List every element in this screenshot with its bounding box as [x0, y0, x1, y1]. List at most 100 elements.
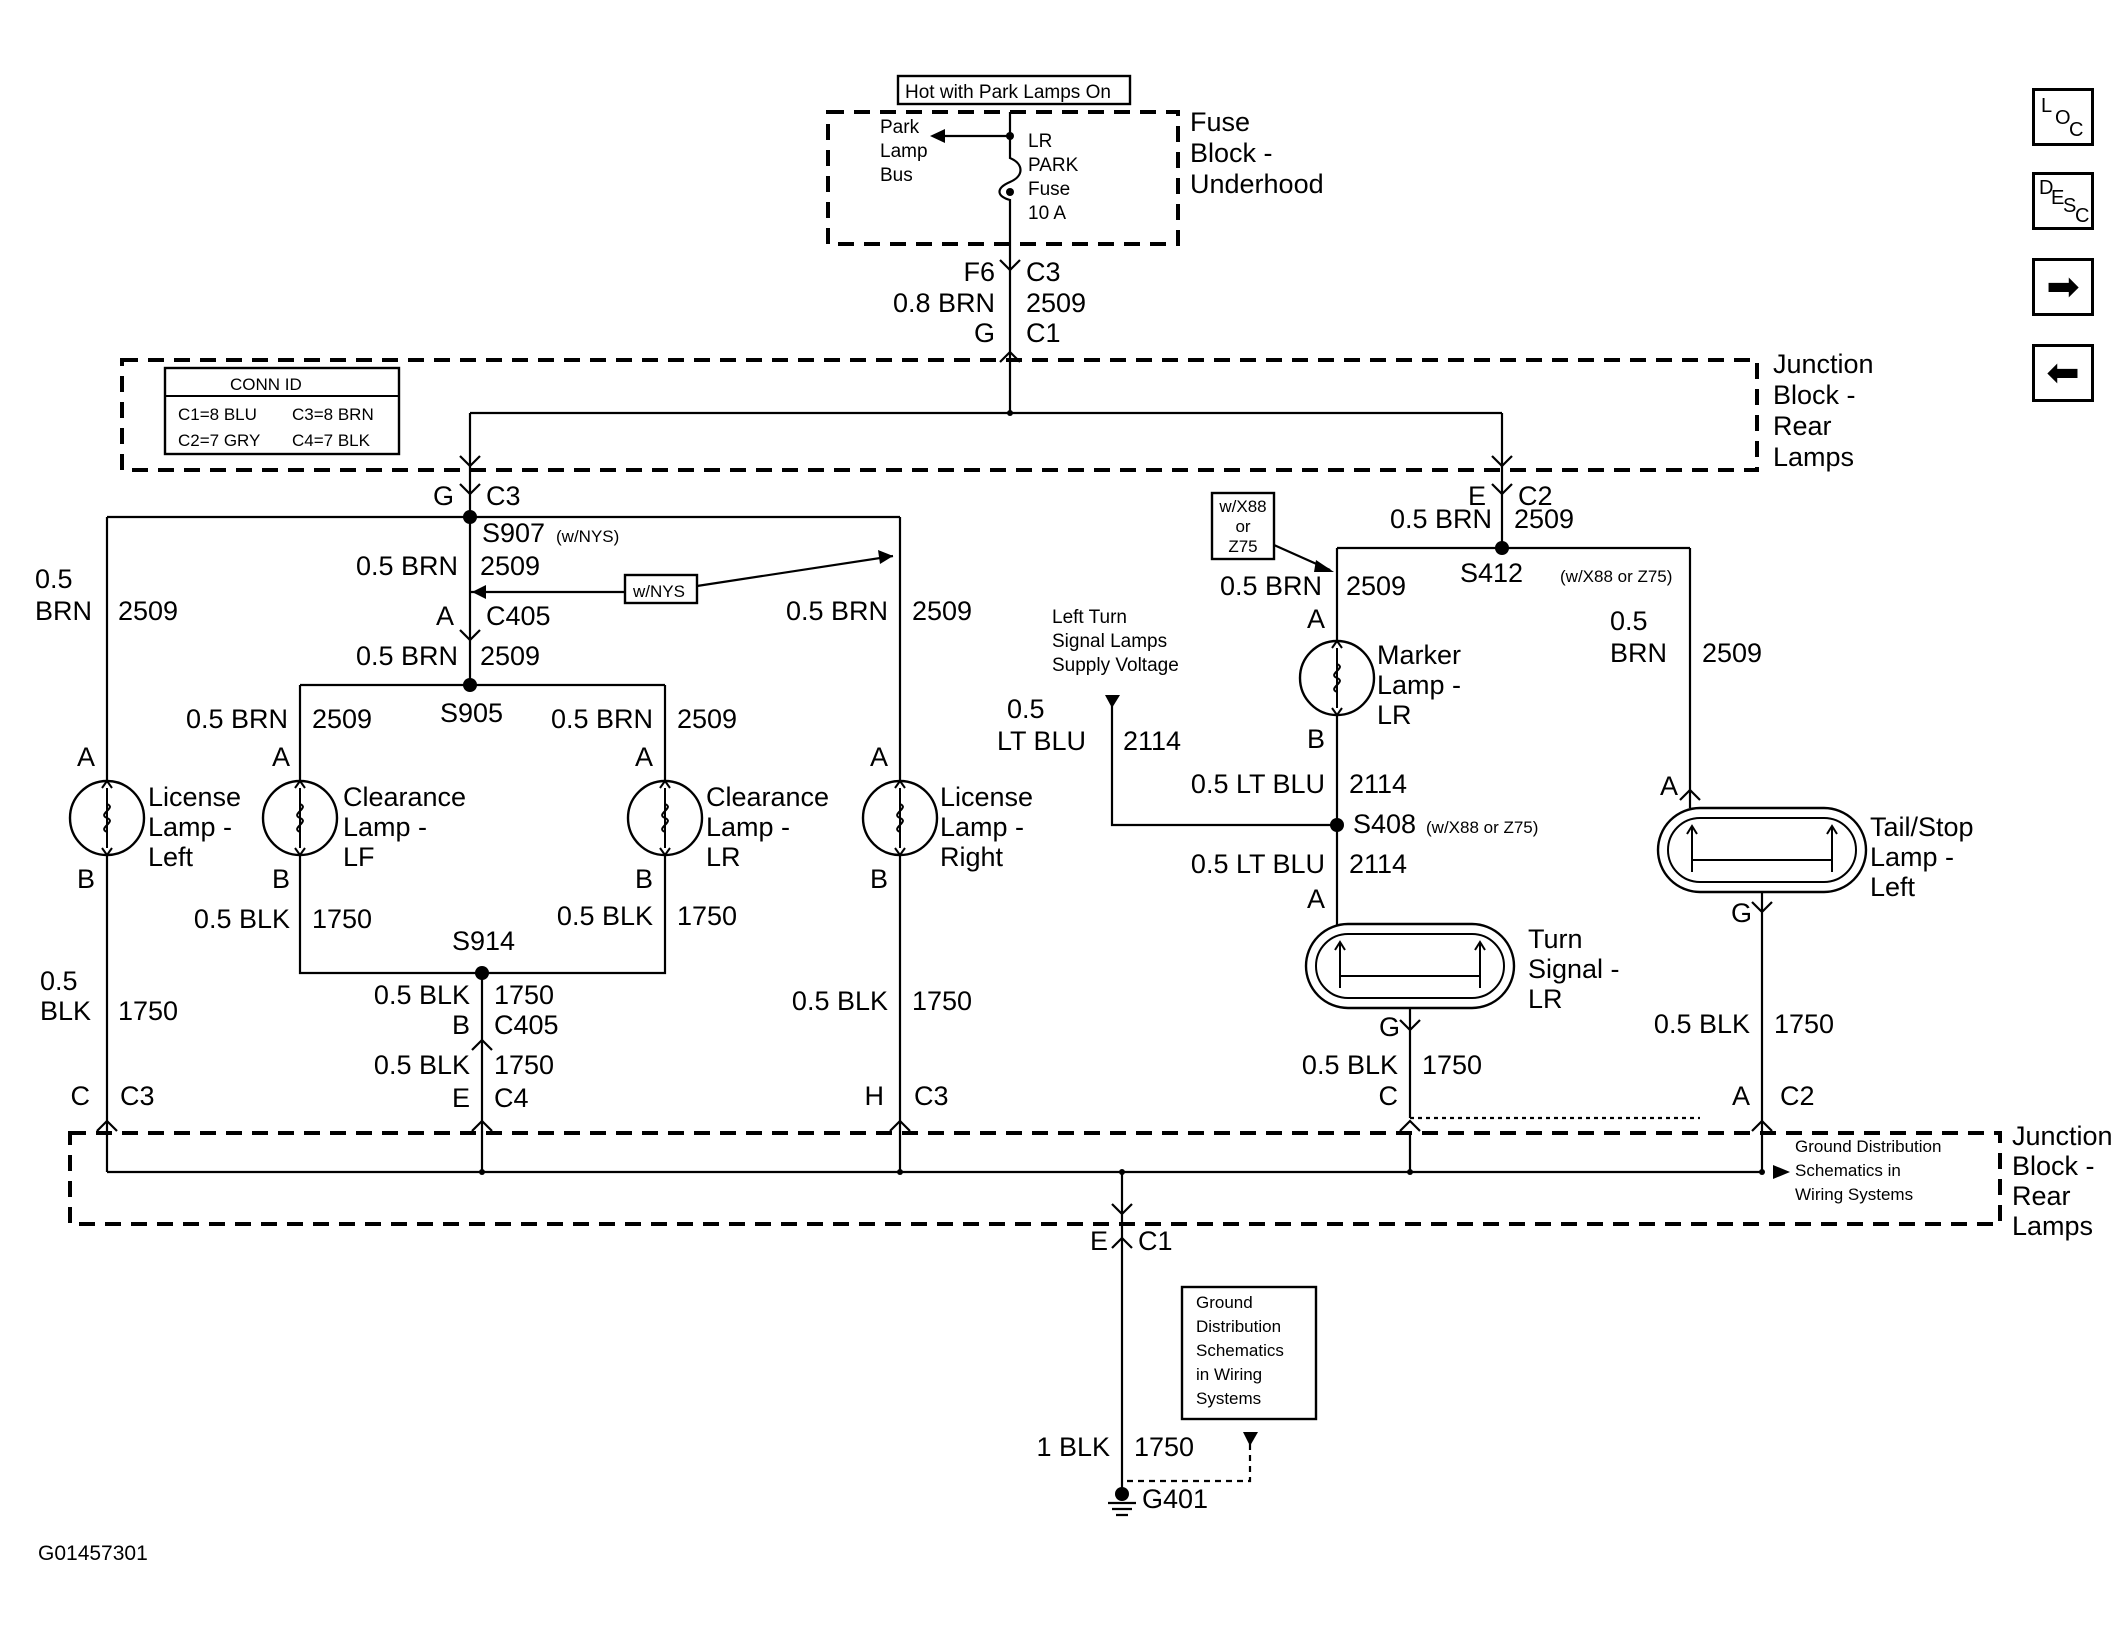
- arrow-right-icon: ➡: [2046, 264, 2080, 310]
- fuse-block-title-3: Underhood: [1190, 169, 1324, 199]
- fuse-block-underhood: Hot with Park Lamps On Park Lamp Bus LR …: [826, 74, 1324, 246]
- lr-gnd-pin: H: [865, 1081, 885, 1111]
- right-branch: E C2 0.5 BRN 2509 S412 (w/X88 or Z75) w/…: [997, 470, 1762, 827]
- ground-note-3: Wiring Systems: [1795, 1185, 1913, 1204]
- conn-id-c2: C2=7 GRY: [178, 431, 260, 450]
- clr-pin-a: A: [635, 742, 653, 772]
- s408-note: (w/X88 or Z75): [1426, 818, 1538, 837]
- junction-top-title-3: Rear: [1773, 411, 1832, 441]
- ll-gnd-pin: C: [71, 1081, 91, 1111]
- s408-circuit: 2114: [1349, 769, 1407, 799]
- ll-name-1: License: [148, 782, 241, 812]
- ll-wire-1: 0.5: [35, 564, 73, 594]
- desc-letter-d: D: [2039, 177, 2054, 199]
- feed-pin-g: G: [974, 318, 995, 348]
- bus-label-3: Bus: [880, 165, 913, 186]
- location-button[interactable]: L O C: [2032, 88, 2094, 146]
- license-lamp-left: A B License Lamp - Left: [68, 742, 241, 894]
- ts-wire: 0.5 LT BLU: [1191, 849, 1325, 879]
- bus-label-2: Lamp: [880, 141, 928, 162]
- s408-wire: 0.5 LT BLU: [1191, 769, 1325, 799]
- lr-gnd-conn: C3: [914, 1081, 949, 1111]
- clf-circuit: 2509: [312, 704, 372, 734]
- tail-wire-2: BRN: [1610, 638, 1667, 668]
- marker-lamp-lr: A B Marker Lamp - LR 0.5 LT BLU 2114 S40…: [1191, 604, 1538, 905]
- g401-label: G401: [1142, 1484, 1208, 1514]
- ts-name-3: LR: [1528, 984, 1563, 1014]
- c405-pin-b: B: [452, 1010, 470, 1040]
- ll-pin-b: B: [77, 864, 95, 894]
- lr-wire: 0.5 BRN: [786, 596, 888, 626]
- fuse-block-title-1: Fuse: [1190, 107, 1250, 137]
- s907-label: S907: [482, 518, 545, 548]
- left-turn-note-2: Signal Lamps: [1052, 631, 1167, 652]
- clf-name-3: LF: [343, 842, 375, 872]
- tail-name-2: Lamp -: [1870, 842, 1954, 872]
- ground-conn-c1: C1: [1138, 1226, 1173, 1256]
- marker-name-1: Marker: [1377, 640, 1461, 670]
- tail-circuit: 2509: [1702, 638, 1762, 668]
- turn-signal-lr: A Turn Signal - LR G 0.5 BLK 1750 C: [1302, 884, 1700, 1120]
- marker-wire: 0.5 BRN: [1220, 571, 1322, 601]
- fuse-label-4: 10 A: [1028, 203, 1066, 224]
- s412-note: (w/X88 or Z75): [1560, 567, 1672, 586]
- clr-gnd-circuit: 1750: [677, 901, 737, 931]
- description-button[interactable]: D E S C: [2032, 172, 2094, 230]
- lrt-name-2: Lamp -: [940, 812, 1024, 842]
- marker-pin-a: A: [1307, 604, 1325, 634]
- ts-gnd-circuit: 1750: [1422, 1050, 1482, 1080]
- marker-name-2: Lamp -: [1377, 670, 1461, 700]
- clr-wire: 0.5 BRN: [551, 704, 653, 734]
- ground-note-1: Ground Distribution: [1795, 1137, 1941, 1156]
- conn-id-title: CONN ID: [230, 375, 302, 394]
- ground-wire: 1 BLK: [1036, 1432, 1110, 1462]
- s905-circuit: 2509: [480, 641, 540, 671]
- figure-id: G01457301: [38, 1542, 148, 1565]
- clr-name-1: Clearance: [706, 782, 829, 812]
- clearance-lamp-lr: A B Clearance Lamp - LR: [626, 742, 829, 894]
- lr-circuit: 2509: [912, 596, 972, 626]
- s905-label: S905: [440, 698, 503, 728]
- junction-top-title-4: Lamps: [1773, 442, 1854, 472]
- ts-gnd-wire: 0.5 BLK: [1302, 1050, 1398, 1080]
- ground-box-2: Distribution: [1196, 1317, 1281, 1336]
- tail-stop-lamp-left: A Tail/Stop Lamp - Left G 0.5 BLK 1750 A…: [1654, 771, 1974, 1133]
- ll-gnd-wire-2: BLK: [40, 996, 91, 1026]
- ll-wire-2: BRN: [35, 596, 92, 626]
- s907-circuit: 2509: [480, 551, 540, 581]
- x88-line-1: w/X88: [1218, 497, 1266, 516]
- lt-wire-2: LT BLU: [997, 726, 1086, 756]
- marker-name-3: LR: [1377, 700, 1412, 730]
- fuse-block-outline: [826, 110, 1180, 246]
- next-button[interactable]: ➡: [2032, 258, 2094, 316]
- marker-circuit: 2509: [1346, 571, 1406, 601]
- fuse-label-2: PARK: [1028, 155, 1079, 176]
- arrow-left-icon: ⬅: [2046, 350, 2080, 396]
- conn-id-box: [163, 366, 401, 456]
- c4-wire: 0.5 BLK: [374, 1050, 470, 1080]
- tail-gnd-circuit: 1750: [1774, 1009, 1834, 1039]
- ts-name-2: Signal -: [1528, 954, 1620, 984]
- left-conn-c3: C3: [486, 481, 521, 511]
- s905-wire: 0.5 BRN: [356, 641, 458, 671]
- lrt-name-1: License: [940, 782, 1033, 812]
- right-conn-c2: C2: [1518, 481, 1553, 511]
- clr-name-2: Lamp -: [706, 812, 790, 842]
- feed-conn-c3: C3: [1026, 257, 1061, 287]
- hot-note-box: [896, 74, 1132, 106]
- ground-box-4: in Wiring: [1196, 1365, 1262, 1384]
- feed-circuit: 2509: [1026, 288, 1086, 318]
- left-turn-note-3: Supply Voltage: [1052, 655, 1179, 676]
- tail-gnd-wire: 0.5 BLK: [1654, 1009, 1750, 1039]
- s914-label: S914: [452, 926, 515, 956]
- ground-note-box: [1180, 1285, 1318, 1421]
- previous-button[interactable]: ⬅: [2032, 344, 2094, 402]
- feed-pin-f6: F6: [963, 257, 995, 287]
- ground-box-3: Schematics: [1196, 1341, 1284, 1360]
- clr-name-3: LR: [706, 842, 741, 872]
- desc-letter-e: E: [2051, 187, 2065, 209]
- junction-top-outline: [120, 358, 1759, 472]
- desc-letter-c: C: [2075, 205, 2090, 227]
- left-branch: G C3 S907 (w/NYS) 0.5 BRN 2509 w/NYS A C…: [35, 470, 972, 780]
